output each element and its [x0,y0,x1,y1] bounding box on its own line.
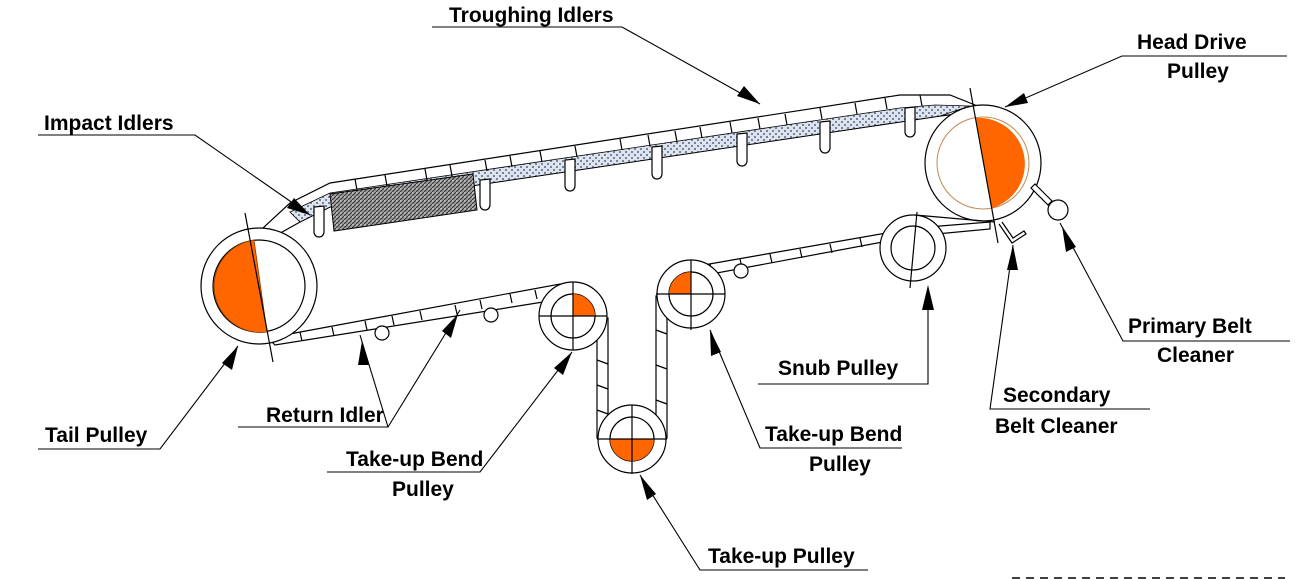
return-idler-label: Return Idler [266,404,384,427]
takeup-bend-left-label-line1: Take-up Bend [346,448,483,471]
head-drive-pulley [924,87,1042,244]
arrow-icon [1062,226,1076,252]
troughing-idlers [564,106,916,192]
tail-pulley [200,212,318,363]
material-load [289,104,971,223]
arrow-icon [442,314,458,338]
primary-cleaner-label-line2: Cleaner [1157,344,1234,367]
takeup-bend-pulley-right [656,259,726,330]
arrow-icon [287,198,310,215]
head-drive-label-line1: Head Drive [1137,31,1247,54]
impact-idlers [313,178,491,238]
impact-bed [329,173,478,232]
primary-belt-cleaner [1030,183,1069,221]
takeup-bend-right-label-line1: Take-up Bend [765,423,902,446]
label-primary-belt-cleaner: Primary Belt Cleaner [1059,222,1290,367]
secondary-cleaner-label-line1: Secondary [1003,384,1111,407]
snub-pulley-label: Snub Pulley [778,357,899,380]
label-return-idler: Return Idler [238,309,461,428]
takeup-pulley [597,404,667,474]
label-snub-pulley: Snub Pulley [758,285,934,385]
label-impact-idlers: Impact Idlers [38,112,311,216]
secondary-belt-cleaner [998,221,1027,244]
label-secondary-belt-cleaner: Secondary Belt Cleaner [989,244,1150,438]
arrow-icon [222,346,238,370]
impact-idlers-label: Impact Idlers [44,112,174,135]
label-head-drive-pulley: Head Drive Pulley [1004,31,1287,108]
arrow-icon [640,475,656,500]
troughing-idlers-label: Troughing Idlers [449,4,614,27]
arrow-icon [737,86,760,104]
label-takeup-pulley: Take-up Pulley [639,474,868,571]
tail-pulley-label: Tail Pulley [45,424,148,447]
label-troughing-idlers: Troughing Idlers [432,4,761,105]
arrow-icon [358,341,369,365]
belt-segment-ticks [354,94,923,191]
label-takeup-bend-right: Take-up Bend Pulley [709,329,902,476]
arrow-icon [710,330,721,356]
takeup-pulley-label: Take-up Pulley [708,545,855,568]
takeup-bend-right-label-line2: Pulley [809,453,871,476]
takeup-bend-pulley-left [538,281,608,351]
return-idlers [374,263,749,341]
secondary-cleaner-label-line2: Belt Cleaner [995,415,1118,438]
arrow-icon [554,352,572,375]
snub-pulley [879,211,996,289]
label-tail-pulley: Tail Pulley [38,345,239,450]
arrow-icon [922,285,934,310]
arrow-icon [1007,245,1018,270]
head-drive-label-line2: Pulley [1167,60,1229,83]
takeup-bend-left-label-line2: Pulley [392,478,454,501]
label-takeup-bend-left: Take-up Bend Pulley [327,351,573,501]
primary-cleaner-label-line1: Primary Belt [1128,315,1252,338]
arrow-icon [1005,93,1028,107]
